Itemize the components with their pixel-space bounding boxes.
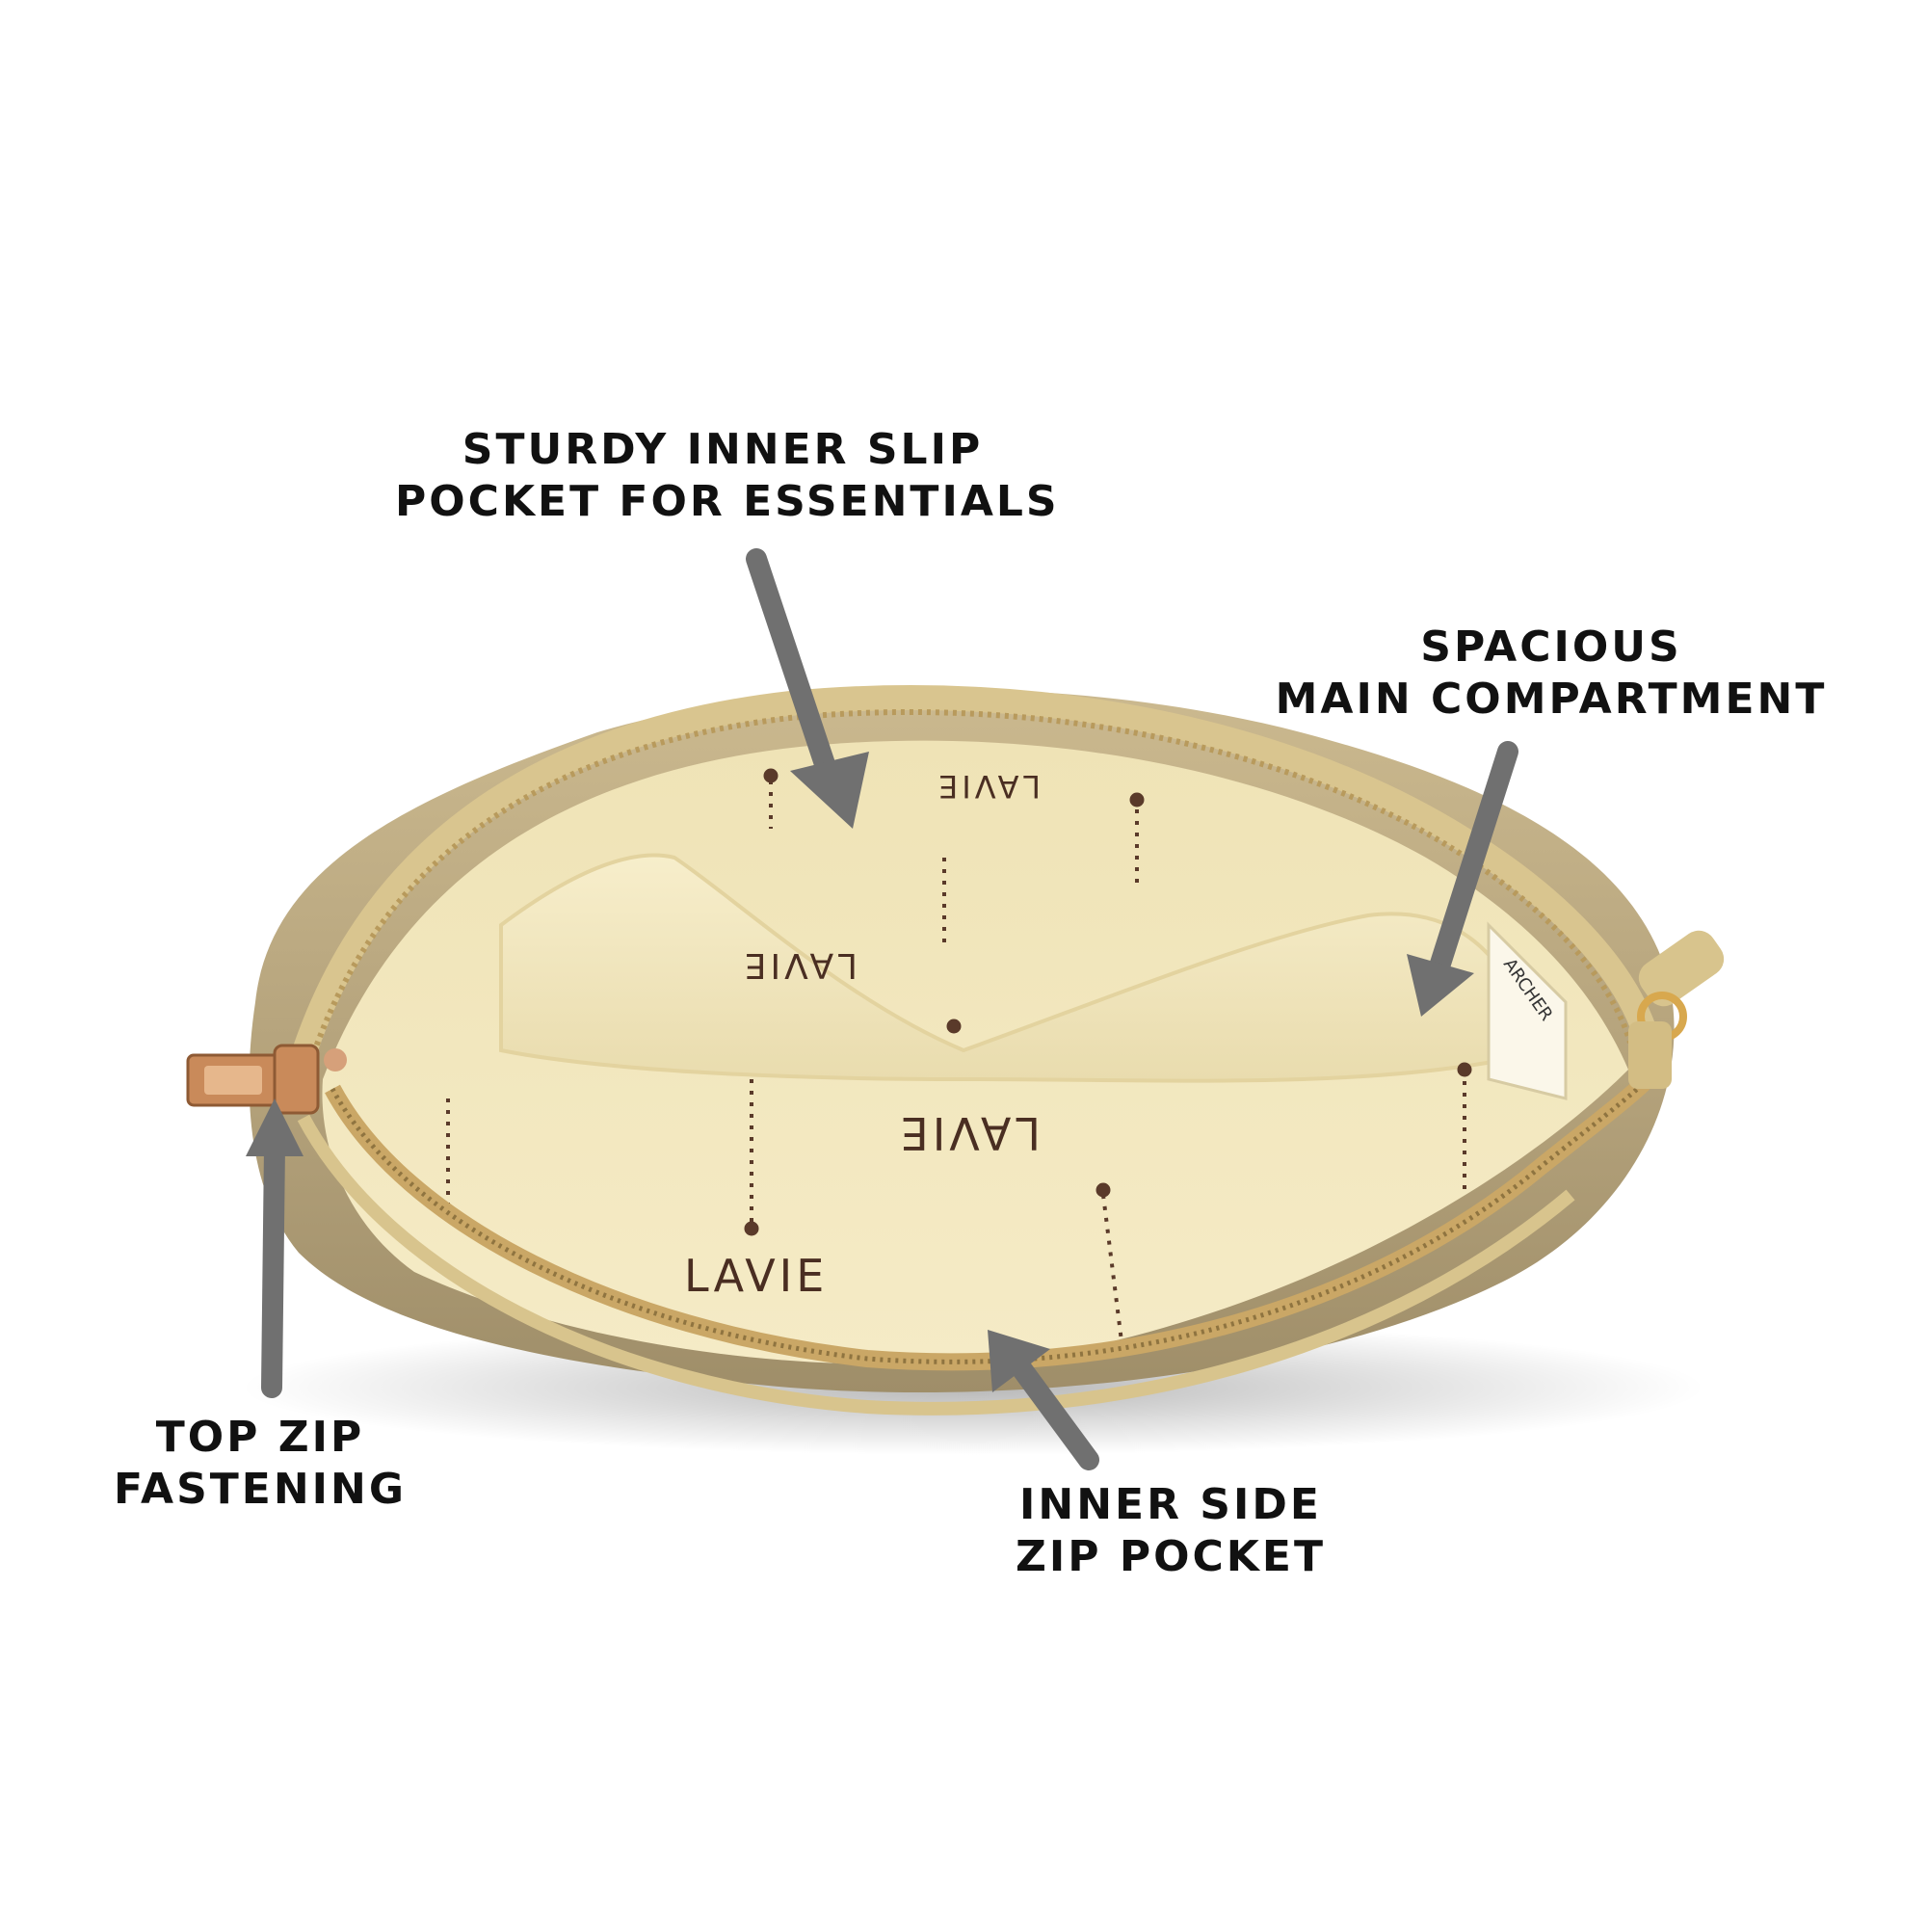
top-zip-rim (286, 685, 1660, 1073)
arrow-side-zip (988, 1330, 1099, 1470)
callout-top-zip: TOP ZIP FASTENING (106, 1412, 414, 1516)
lining-pattern (446, 768, 1472, 1350)
lining-logo-text: LAVIE LAVIE LAVIE LAVIE (684, 768, 1041, 1302)
callout-top-zip-line1: TOP ZIP (155, 1413, 365, 1462)
callout-slip-pocket: STURDY INNER SLIP POCKET FOR ESSENTIALS (395, 424, 1060, 528)
arrow-top-zip (246, 1098, 304, 1398)
lining-logo-1: LAVIE (684, 1250, 828, 1302)
callout-arrows (246, 548, 1518, 1470)
callout-side-zip-line1: INNER SIDE (1019, 1480, 1322, 1529)
inner-side-zip (325, 1072, 1654, 1371)
lining-logo-2: LAVIE (897, 1107, 1041, 1159)
callout-top-zip-line2: FASTENING (114, 1465, 407, 1514)
callout-slip-pocket-line2: POCKET FOR ESSENTIALS (395, 477, 1060, 526)
callout-side-zip: INNER SIDE ZIP POCKET (1007, 1479, 1334, 1583)
callout-side-zip-line2: ZIP POCKET (1016, 1532, 1326, 1581)
arrow-main-compartment (1407, 741, 1518, 1017)
zip-puller (186, 1044, 347, 1115)
lining-logo-3: LAVIE (741, 945, 858, 985)
callout-main-compartment-line2: MAIN COMPARTMENT (1275, 675, 1828, 724)
callout-slip-pocket-line1: STURDY INNER SLIP (462, 425, 984, 474)
side-strap-loop (1628, 930, 1725, 1089)
arrow-slip-pocket (746, 548, 869, 829)
callout-main-compartment-line1: SPACIOUS (1420, 622, 1682, 672)
callout-main-compartment: SPACIOUS MAIN COMPARTMENT (1262, 622, 1840, 726)
lining-logo-4: LAVIE (935, 768, 1041, 805)
slip-pocket (499, 853, 1505, 1083)
